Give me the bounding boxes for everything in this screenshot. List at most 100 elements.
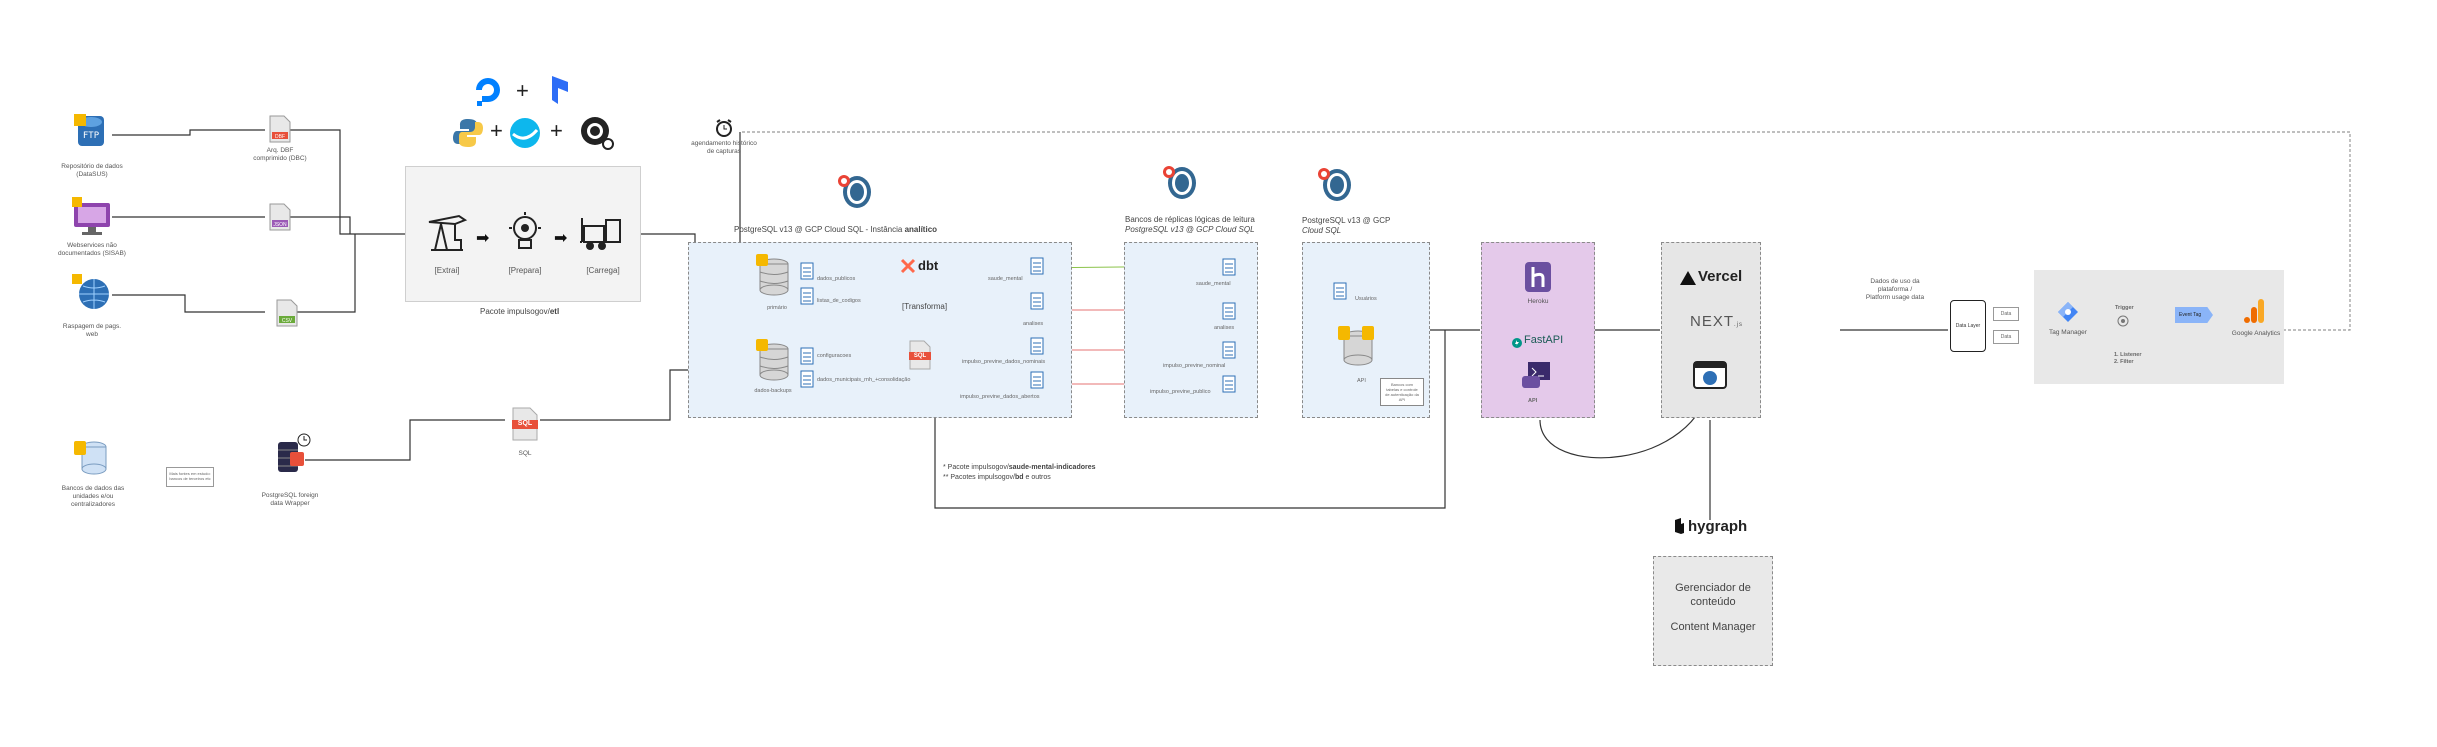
google-analytics-label: Google Analytics	[2231, 330, 2281, 337]
fastapi-label: FastAPI	[1524, 334, 1564, 346]
cms-label-1: Gerenciador de conteúdo	[1675, 582, 1751, 608]
cms-label-2: Content Manager	[1670, 621, 1756, 633]
scraping-label: Raspagem de pags. web	[62, 323, 122, 338]
trigger-label: Trigger	[2115, 305, 2134, 311]
webservices-label: Webservices não documentados (SISAB)	[58, 242, 126, 257]
sql-file-icon	[510, 407, 540, 441]
primary-db-label: primário	[767, 305, 787, 311]
local-db-label: Bancos de dados das unidades e/ou centra…	[61, 485, 125, 508]
etl-caption: Pacote impulsogov/etl	[480, 307, 560, 316]
sql-file-badge: SQL	[517, 420, 533, 427]
pg-wrapper-icon	[272, 432, 312, 478]
python-icon	[452, 117, 484, 149]
oil-pump-icon	[425, 210, 469, 254]
clock-icon	[714, 118, 734, 138]
github-icon	[578, 114, 614, 150]
forklift-icon	[578, 210, 624, 254]
event-tag-box: Event Tag	[2175, 307, 2213, 323]
local-db-icon	[72, 437, 112, 475]
sql-transform-badge: SQL	[913, 353, 927, 359]
schema-icon	[1222, 258, 1236, 276]
backups-db-label: dados-backups	[754, 388, 792, 394]
google-analytics-icon	[2242, 297, 2266, 325]
primary-db-icon	[752, 250, 792, 300]
vercel-label: Vercel	[1698, 268, 1743, 285]
usage-label: Dados de uso da plataforma / Platform us…	[1865, 278, 1925, 301]
schema-icon	[1030, 257, 1044, 275]
analytic-db-title: PostgreSQL v13 @ GCP Cloud SQL - Instânc…	[734, 225, 938, 234]
schema-icon	[1030, 337, 1044, 355]
json-file-icon: JSON	[268, 203, 292, 231]
analytic-db-panel	[688, 242, 1072, 418]
svg-text:JSON: JSON	[273, 222, 287, 228]
api-db-users-label: Usuários	[1355, 296, 1377, 302]
dbt-model-label: saude_mental	[988, 276, 1023, 282]
data-in-arrow: Data	[1993, 307, 2019, 321]
schema-public-label: dados_publicos	[817, 276, 856, 282]
out-previne2-label: impulso_previne_dados_abertos	[960, 394, 1040, 400]
schema-icon	[1333, 282, 1347, 300]
csv-file-icon: CSV	[275, 299, 299, 327]
schema-icon	[800, 262, 814, 280]
tag-manager-label: Tag Manager	[2049, 329, 2087, 336]
etl-prepare-label: [Prepara]	[508, 266, 542, 275]
arrow-icon-2: ➡	[554, 230, 568, 247]
dbt-icon	[900, 258, 916, 274]
footnote-1: * Pacote impulsogov/saude-mental-indicad…	[943, 464, 1096, 471]
gcp-postgres-icon	[1160, 163, 1200, 203]
more-sources-note: Mais fontes em estudo: bancos de terceir…	[166, 467, 214, 487]
digitalocean-icon	[470, 72, 506, 108]
replicas-title-1: Bancos de réplicas lógicas de leitura	[1125, 215, 1255, 224]
plus-sign-2: +	[490, 118, 503, 143]
schema-icon	[800, 347, 814, 365]
replicas-panel	[1124, 242, 1258, 418]
replica-1-label: saude_mental	[1196, 281, 1231, 287]
trigger-rule-2: 2. Filter	[2114, 359, 2134, 365]
gcp-postgres-icon	[1315, 165, 1355, 205]
dbt-label: dbt	[918, 258, 939, 273]
docker-icon	[507, 116, 543, 150]
trigger-icon	[2116, 314, 2130, 328]
replica-2-label: analises	[1214, 325, 1235, 331]
backups-db-icon	[752, 335, 792, 385]
api-db-icon	[1336, 322, 1376, 370]
api-db-label: API	[1357, 378, 1366, 384]
browser-icon	[1692, 360, 1728, 392]
sql-file-caption: SQL	[518, 450, 532, 457]
schema-icon	[800, 370, 814, 388]
webservices-icon	[70, 195, 114, 237]
analytics-panel	[2034, 270, 2284, 384]
schema-icon	[1222, 375, 1236, 393]
hygraph-label: hygraph	[1688, 518, 1748, 535]
ftp-file-label: Arq. DBF comprimido (DBC)	[253, 147, 307, 162]
svg-text:DBF: DBF	[275, 134, 285, 140]
api-db-note: Bancos com tabelas e controle de autenti…	[1380, 378, 1424, 406]
scraping-icon	[70, 272, 114, 314]
data-out-arrow: Data	[1993, 330, 2019, 344]
trigger-rule-1: 1. Listener	[2114, 352, 2142, 358]
api-db-title-2: Cloud SQL	[1302, 226, 1342, 235]
vercel-triangle-icon	[1679, 270, 1697, 286]
svg-text:FTP: FTP	[83, 131, 100, 141]
sql-transform-icon	[908, 340, 932, 370]
schema-icon	[1222, 341, 1236, 359]
plus-sign: +	[516, 78, 529, 103]
api-icon	[1520, 358, 1554, 392]
scheduler-label: agendamento histórico de capturas	[691, 140, 757, 155]
plus-sign-3: +	[550, 118, 563, 143]
idea-gear-icon	[503, 210, 547, 254]
tag-manager-icon	[2056, 300, 2080, 324]
nextjs-label: NEXT.js	[1690, 313, 1744, 330]
replicas-title-2: PostgreSQL v13 @ GCP Cloud SQL	[1125, 225, 1255, 234]
schema-icon	[800, 287, 814, 305]
heroku-icon	[1523, 260, 1553, 294]
api-db-title-1: PostgreSQL v13 @ GCP	[1302, 216, 1391, 225]
pg-wrapper-label: PostgreSQL foreign data Wrapper	[261, 492, 319, 507]
schema-config-label: configuracoes	[817, 353, 852, 359]
schema-municipal-label: dados_municipais_rnh_+consolidação	[817, 377, 911, 383]
prefect-icon	[548, 74, 572, 106]
footnote-2: ** Pacotes impulsogov/bd e outros	[943, 474, 1051, 481]
svg-text:CSV: CSV	[282, 318, 293, 324]
out-analises-label: analises	[1023, 321, 1044, 327]
schema-icon	[1030, 292, 1044, 310]
